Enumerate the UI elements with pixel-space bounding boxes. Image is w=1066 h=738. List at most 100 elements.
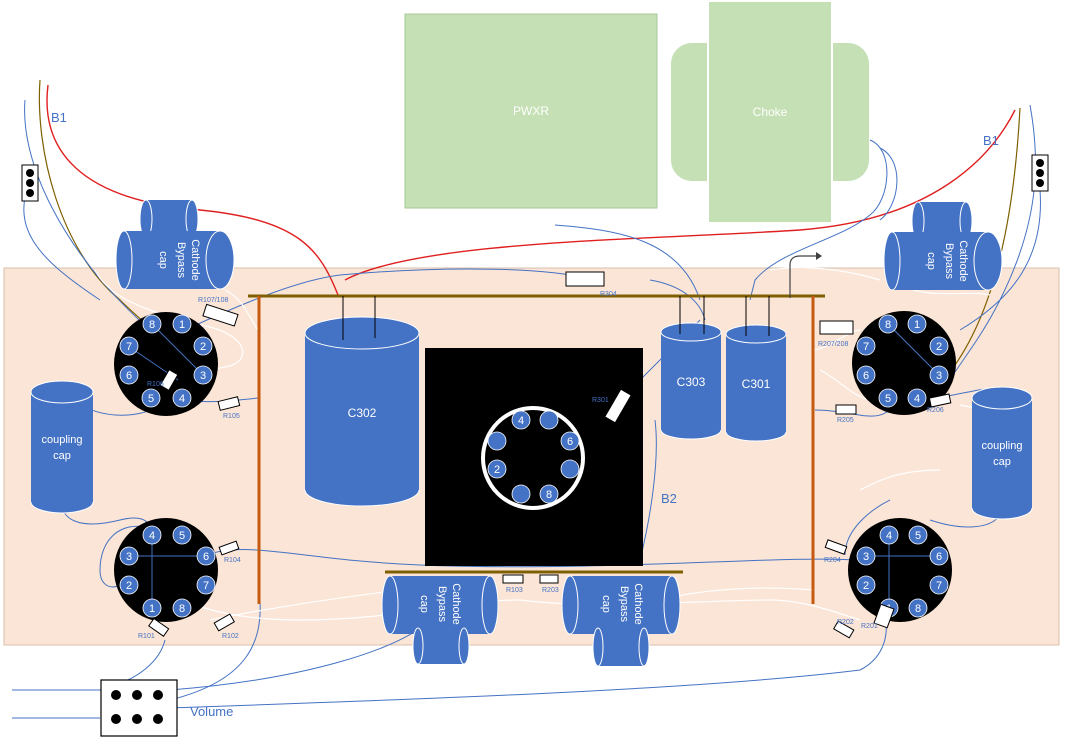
c302-label: C302 <box>348 406 377 420</box>
pin-v2-6 <box>856 365 876 385</box>
pin-number: 5 <box>885 393 891 405</box>
pin-number: 6 <box>567 436 573 448</box>
pin-v4-7 <box>929 575 949 595</box>
label-r207-208: R207/208 <box>818 341 848 348</box>
label-r102: R102 <box>222 633 239 640</box>
resistor-labels: R107/108 R106 R105 R104 R101 R102 R103 R… <box>138 291 944 640</box>
socket-pins: 123456781234567812345678123456782468 <box>119 314 949 618</box>
pin-v3-5 <box>172 525 192 545</box>
pin-number: 1 <box>179 319 185 331</box>
pin-number: 8 <box>546 489 552 501</box>
pin-number: 5 <box>179 530 185 542</box>
resistor-r102 <box>213 613 235 632</box>
label-r103: R103 <box>506 587 523 594</box>
label-r105: R105 <box>223 413 240 420</box>
b1-label-left: B1 <box>51 110 67 125</box>
pin-number: 7 <box>126 341 132 353</box>
pin-v3-4 <box>142 525 162 545</box>
pin-number: 2 <box>936 341 942 353</box>
pin-v1-8 <box>142 314 162 334</box>
label-r202: R202 <box>837 619 854 626</box>
pin-v1-7 <box>119 336 139 356</box>
cathode-label: Cathode <box>632 583 644 625</box>
coupling-cap-left: coupling cap <box>30 380 94 514</box>
filter-cap-c302: C302 <box>304 296 420 507</box>
pin-v4-3 <box>856 546 876 566</box>
pin-number: 2 <box>494 464 500 476</box>
tube-socket-v1 <box>114 312 218 416</box>
label-r104: R104 <box>224 557 241 564</box>
pin-v1-4 <box>172 388 192 408</box>
pin-v4-6 <box>929 546 949 566</box>
resistor-r207-208 <box>819 320 854 335</box>
pin-number: 6 <box>863 370 869 382</box>
pin-v1-2 <box>193 336 213 356</box>
cathode-label: Cathode <box>450 583 462 625</box>
bypass-label: Bypass <box>618 586 630 623</box>
bus-bars <box>248 252 825 604</box>
pin-rect-2 <box>487 459 507 479</box>
pin-number: 1 <box>914 319 920 331</box>
label-r304: R304 <box>600 291 617 298</box>
pin-rect-unlabeled <box>560 459 580 479</box>
pin-v3-1 <box>142 598 162 618</box>
resistor-r202 <box>833 620 855 639</box>
pin-rect-4 <box>511 410 531 430</box>
resistor-r101 <box>148 617 170 637</box>
pin-number: 3 <box>126 551 132 563</box>
pin-number: 6 <box>126 370 132 382</box>
pin-v1-5 <box>141 388 161 408</box>
pin-v3-7 <box>196 575 216 595</box>
pin-number: 5 <box>915 530 921 542</box>
pin-number: 2 <box>863 580 869 592</box>
pin-v2-5 <box>878 388 898 408</box>
label-r201: R201 <box>861 623 878 630</box>
coupling-cap-left-label-2: cap <box>53 450 71 462</box>
resistor-r205 <box>835 404 857 415</box>
pin-v4-2 <box>856 575 876 595</box>
pin-v4-4 <box>879 525 899 545</box>
coupling-cap-right-label-2: cap <box>993 456 1011 468</box>
pin-v2-7 <box>856 336 876 356</box>
pin-v2-3 <box>929 365 949 385</box>
bypass-label: Bypass <box>436 586 448 623</box>
pin-v3-3 <box>119 546 139 566</box>
label-r301: R301 <box>592 397 609 404</box>
pin-number: 1 <box>149 603 155 615</box>
pin-number: 6 <box>203 551 209 563</box>
pin-number: 3 <box>936 370 942 382</box>
brown-wire-right <box>954 107 1021 366</box>
pin-v1-6 <box>119 365 139 385</box>
pin-number: 6 <box>936 551 942 563</box>
pin-number: 8 <box>915 603 921 615</box>
resistor-r204 <box>824 539 848 555</box>
rectifier-tube-socket <box>425 348 643 566</box>
b2-label: B2 <box>661 491 677 506</box>
cathode-bypass-cap-top-right: Cathode Bypass cap <box>883 201 1003 291</box>
tube-socket-v3 <box>114 518 218 622</box>
cap-label: cap <box>600 595 612 613</box>
pin-rect-unlabeled <box>487 431 507 451</box>
resistor-r304 <box>565 271 605 287</box>
pin-rect-6 <box>560 431 580 451</box>
pin-v1-1 <box>172 314 192 334</box>
cathode-label: Cathode <box>957 240 969 282</box>
bypass-label: Bypass <box>175 242 187 279</box>
volume-connector <box>100 679 178 737</box>
pin-number: 4 <box>518 415 524 427</box>
resistor-r203 <box>539 574 559 584</box>
pin-number: 8 <box>885 319 891 331</box>
b1-connector-left <box>21 164 39 202</box>
cap-label: cap <box>418 595 430 613</box>
resistor-r104 <box>218 540 240 556</box>
b1-label-right: B1 <box>983 133 999 148</box>
pin-number: 4 <box>149 530 155 542</box>
cathode-bypass-cap-bottom-left: Cathode Bypass cap <box>381 575 499 665</box>
resistor-r301 <box>604 388 632 424</box>
coupling-cap-left-label-1: coupling <box>42 434 83 446</box>
cathode-bypass-cap-bottom-right: Cathode Bypass cap <box>561 575 681 667</box>
pin-number: 8 <box>179 603 185 615</box>
pin-number: 4 <box>914 393 920 405</box>
pin-rect-unlabeled <box>511 484 531 504</box>
